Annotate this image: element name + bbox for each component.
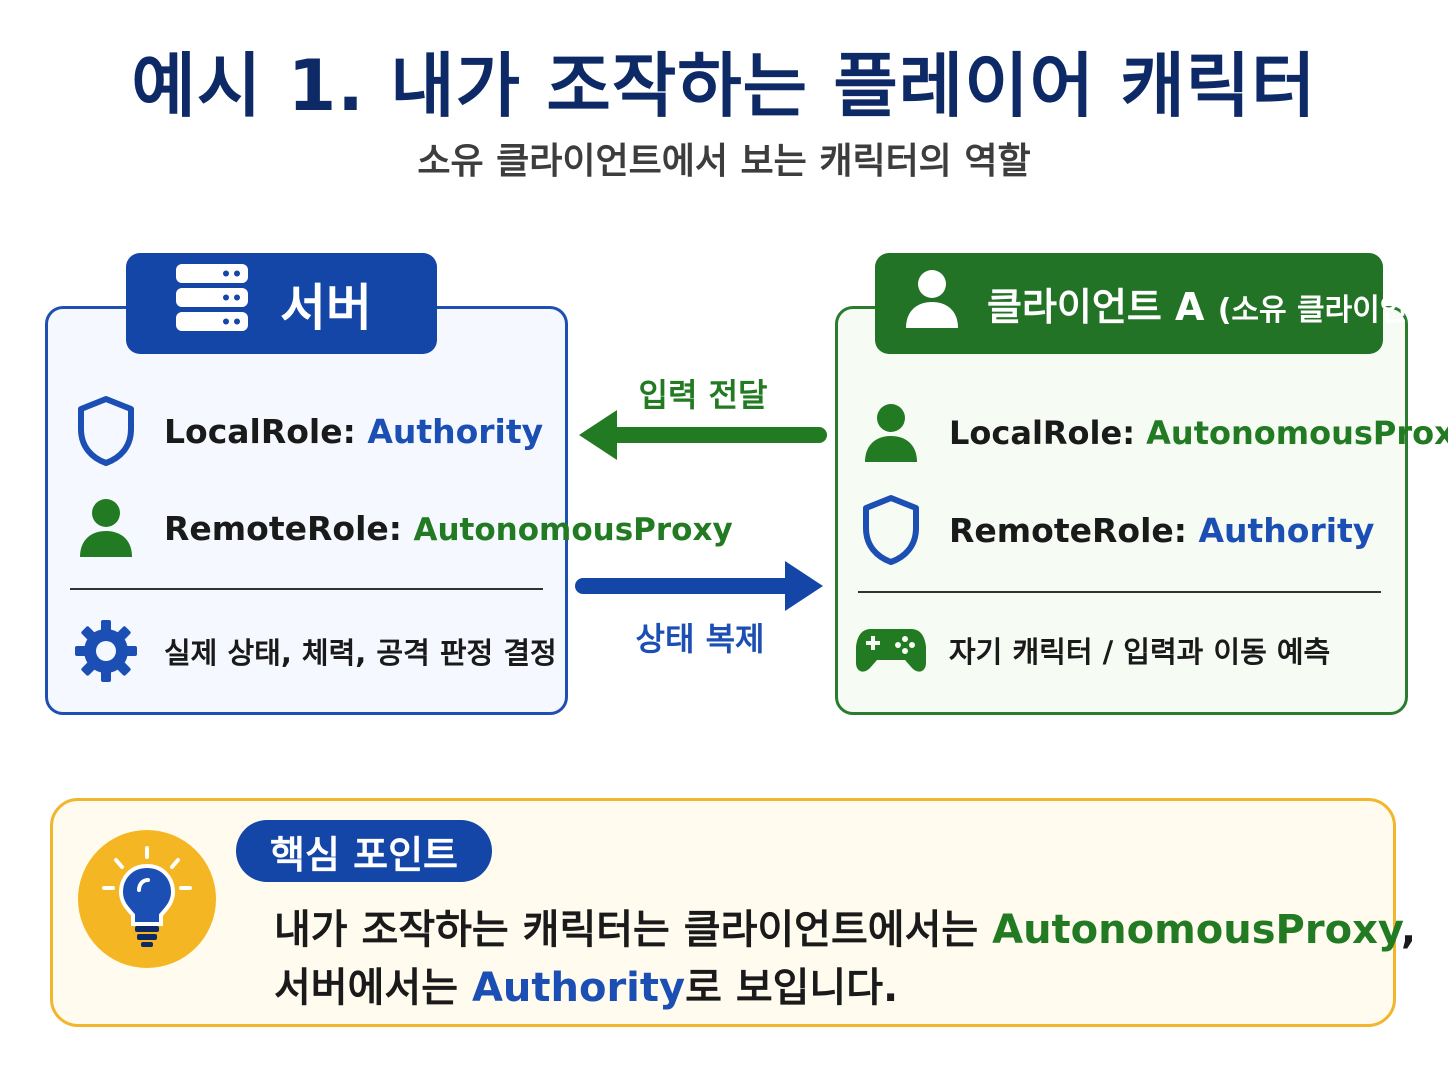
client-note-row: 자기 캐릭터 / 입력과 이동 예측 (855, 614, 1330, 686)
key-line2-value: Authority (471, 965, 686, 1011)
key-point-tag: 핵심 포인트 (236, 820, 492, 882)
client-local-role-row: LocalRole: AutonomousProxy (855, 397, 1448, 469)
server-stack-icon (176, 263, 248, 344)
page-title: 예시 1. 내가 조작하는 플레이어 캐릭터 (131, 45, 1317, 127)
server-note-row: 실제 상태, 체력, 공격 판정 결정 (70, 615, 557, 687)
user-icon (855, 402, 927, 464)
replication-arrow-label: 상태 복제 (635, 620, 765, 658)
client-panel (835, 306, 1408, 715)
lightbulb-icon (78, 830, 216, 968)
key-point-line-2: 서버에서는 Authority로 보입니다. (274, 955, 1374, 1013)
client-header-paren: (소유 클라이언트) (1217, 293, 1448, 328)
user-icon (903, 268, 961, 339)
user-icon (70, 497, 142, 559)
server-remote-role-label: RemoteRole: (164, 508, 402, 548)
server-local-role-label: LocalRole: (164, 411, 356, 451)
key-line2-text: 서버에서는 (274, 965, 472, 1011)
key-line1-text: 내가 조작하는 캐릭터는 클라이언트에서는 (274, 907, 993, 953)
client-note: 자기 캐릭터 / 입력과 이동 예측 (949, 635, 1331, 669)
server-header-label: 서버 (280, 278, 372, 337)
server-divider (70, 588, 543, 590)
key-point-line-1: 내가 조작하는 캐릭터는 클라이언트에서는 AutonomousProxy, (274, 897, 1416, 955)
client-header: 클라이언트 A (소유 클라이언트) (875, 253, 1448, 354)
client-remote-role-value: Authority (1198, 510, 1375, 550)
server-remote-role-row: RemoteRole: AutonomousProxy (70, 492, 733, 564)
server-local-role-row: LocalRole: Authority (70, 395, 543, 467)
gear-icon (70, 619, 142, 683)
shield-icon (855, 494, 927, 566)
client-divider (858, 591, 1381, 593)
gamepad-icon (855, 625, 927, 675)
server-local-role-value: Authority (367, 411, 544, 451)
shield-icon (70, 395, 142, 467)
client-remote-role-row: RemoteRole: Authority (855, 494, 1374, 566)
client-header-label: 클라이언트 A (987, 285, 1205, 329)
server-note: 실제 상태, 체력, 공격 판정 결정 (164, 636, 557, 670)
replication-arrow (575, 561, 823, 611)
client-remote-role-label: RemoteRole: (949, 510, 1187, 550)
key-line1-post: , (1400, 907, 1417, 953)
server-header: 서버 (126, 253, 437, 354)
client-local-role-label: LocalRole: (949, 414, 1135, 452)
client-local-role-value: AutonomousProxy (1146, 414, 1448, 452)
page-subtitle: 소유 클라이언트에서 보는 캐릭터의 역할 (417, 141, 1031, 182)
input-arrow-label: 입력 전달 (638, 376, 768, 414)
input-arrow (579, 410, 827, 460)
server-remote-role-value: AutonomousProxy (413, 511, 733, 548)
key-line1-value: AutonomousProxy (992, 907, 1401, 953)
key-line2-post: 로 보입니다. (685, 965, 899, 1011)
